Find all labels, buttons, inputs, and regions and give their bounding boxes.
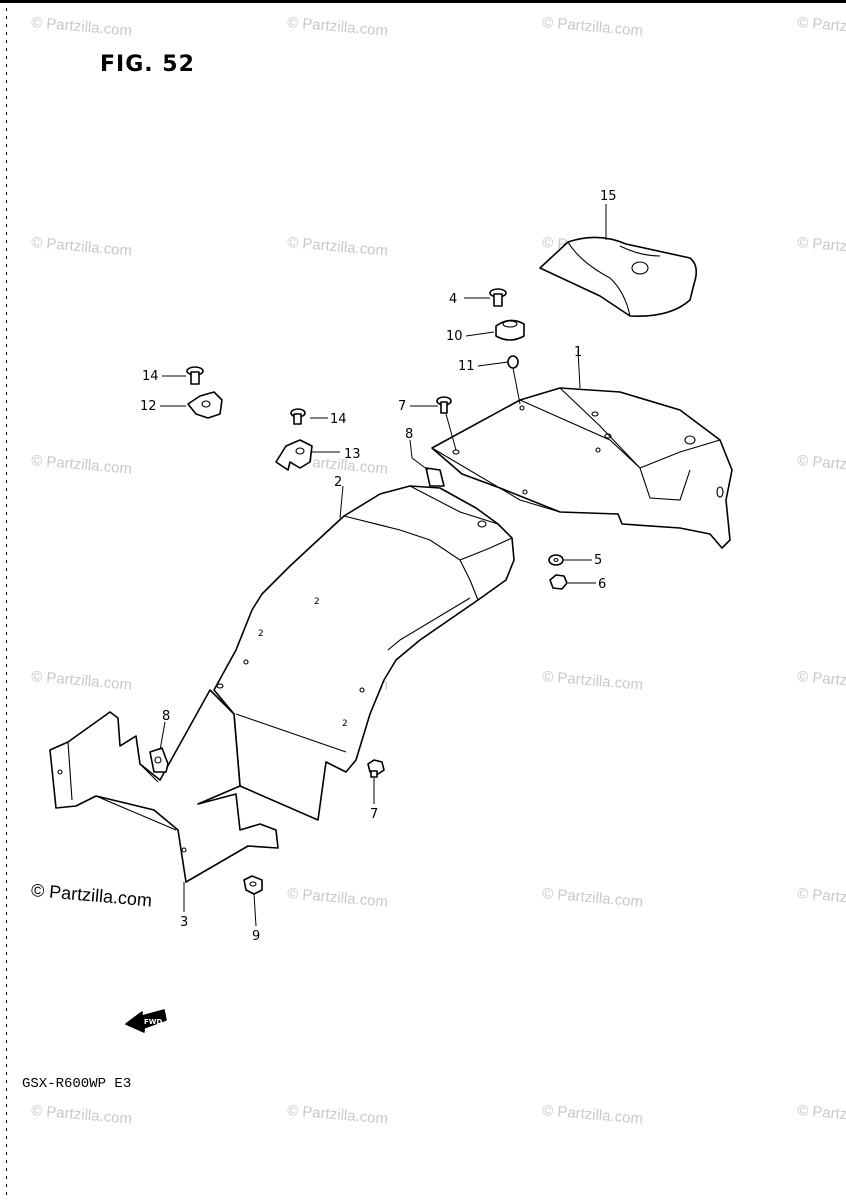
part-14-bolt-left <box>186 366 204 385</box>
svg-text:2: 2 <box>258 629 264 639</box>
callout-8-lower: 8 <box>162 709 170 724</box>
callout-11: 11 <box>458 359 475 374</box>
callout-7-lower: 7 <box>370 807 378 822</box>
fwd-arrow-icon: FWD <box>125 1009 167 1033</box>
fwd-label: FWD <box>144 1018 163 1026</box>
part-15-cover <box>539 236 698 317</box>
top-border <box>0 0 846 3</box>
part-14-bolt-middle <box>290 408 306 425</box>
callout-3: 3 <box>180 915 188 930</box>
callout-1: 1 <box>574 345 582 360</box>
part-13-clamp <box>275 439 313 471</box>
callout-4: 4 <box>449 292 457 307</box>
model-code: GSX-R600WP E3 <box>22 1076 132 1092</box>
svg-text:2: 2 <box>342 719 348 729</box>
part-9-screw <box>243 875 263 895</box>
part-8-clip-upper <box>425 467 445 487</box>
callout-5: 5 <box>594 553 602 568</box>
callout-13: 13 <box>344 447 361 462</box>
part-11-nut <box>507 355 519 369</box>
part-6-nut <box>549 574 568 590</box>
part-10-cushion <box>495 319 525 341</box>
part-4-bolt <box>489 288 507 307</box>
callout-6: 6 <box>598 577 606 592</box>
part-12-clamp <box>187 391 223 419</box>
left-border <box>6 0 7 1200</box>
callout-9: 9 <box>252 929 260 944</box>
figure-title: FIG. 52 <box>100 52 195 77</box>
callout-7-upper: 7 <box>398 399 406 414</box>
part-1-fender-upper <box>431 387 733 549</box>
callout-14-left: 14 <box>142 369 159 384</box>
callout-15: 15 <box>600 189 617 204</box>
leader-lines <box>159 204 607 927</box>
callout-8-upper: 8 <box>405 427 413 442</box>
part-5-washer <box>548 554 564 566</box>
part-3-license-bracket <box>49 689 279 883</box>
callout-10: 10 <box>446 329 463 344</box>
callout-12: 12 <box>140 399 157 414</box>
part-2-fender-lower: 2 2 2 <box>213 485 515 821</box>
svg-text:2: 2 <box>314 597 320 607</box>
part-7-screw-lower <box>367 759 385 778</box>
callout-14-middle: 14 <box>330 412 347 427</box>
part-7-screw-upper <box>436 396 452 414</box>
callout-2: 2 <box>334 475 342 490</box>
part-8-clip-lower <box>149 747 169 773</box>
